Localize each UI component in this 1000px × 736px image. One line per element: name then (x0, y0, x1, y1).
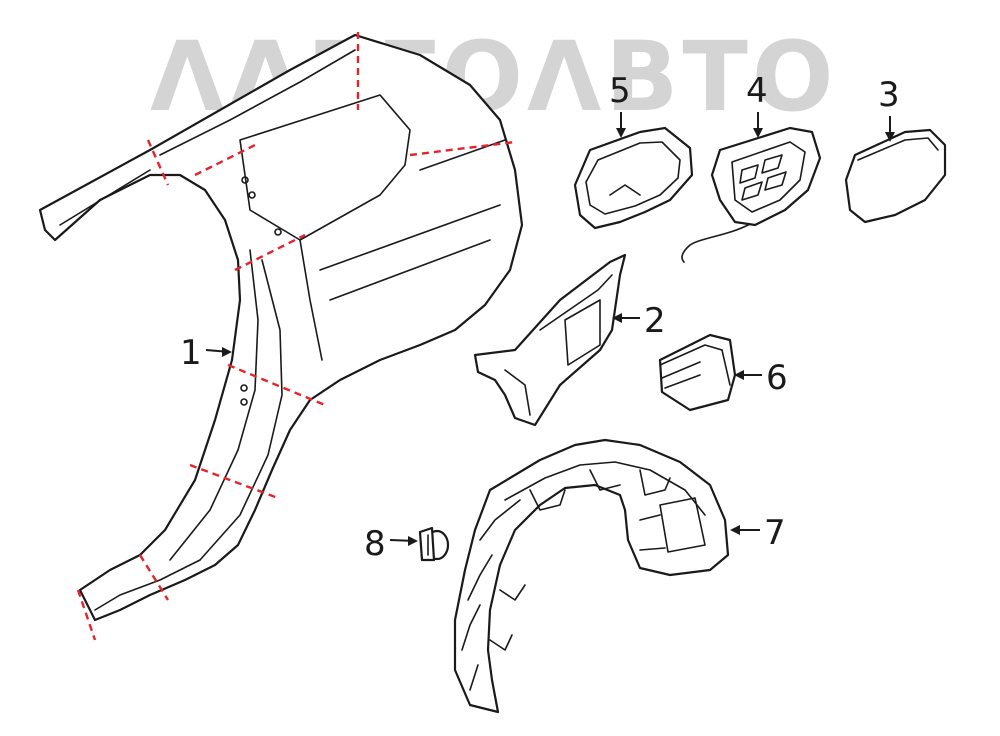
callout-4: 4 (746, 71, 768, 111)
cut-lines (76, 32, 516, 641)
part-2-bracket (473, 253, 627, 427)
part-3-fuel-door-lid (844, 128, 947, 224)
callouts: 1 2 3 4 5 6 7 8 (180, 71, 900, 564)
part-5-fuel-door-housing (573, 126, 694, 230)
part-1-quarter-panel (38, 33, 524, 622)
callout-2: 2 (644, 301, 666, 341)
part-8-clip (418, 526, 450, 562)
callout-6: 6 (766, 358, 788, 398)
callout-8: 8 (364, 524, 386, 564)
callout-3: 3 (878, 75, 900, 115)
part-4-filler-housing (681, 126, 822, 263)
callout-1: 1 (180, 333, 202, 373)
callout-5: 5 (609, 71, 631, 111)
callout-7: 7 (764, 513, 786, 553)
part-7-wheel-arch-liner (453, 438, 730, 714)
part-6-module (658, 333, 737, 412)
